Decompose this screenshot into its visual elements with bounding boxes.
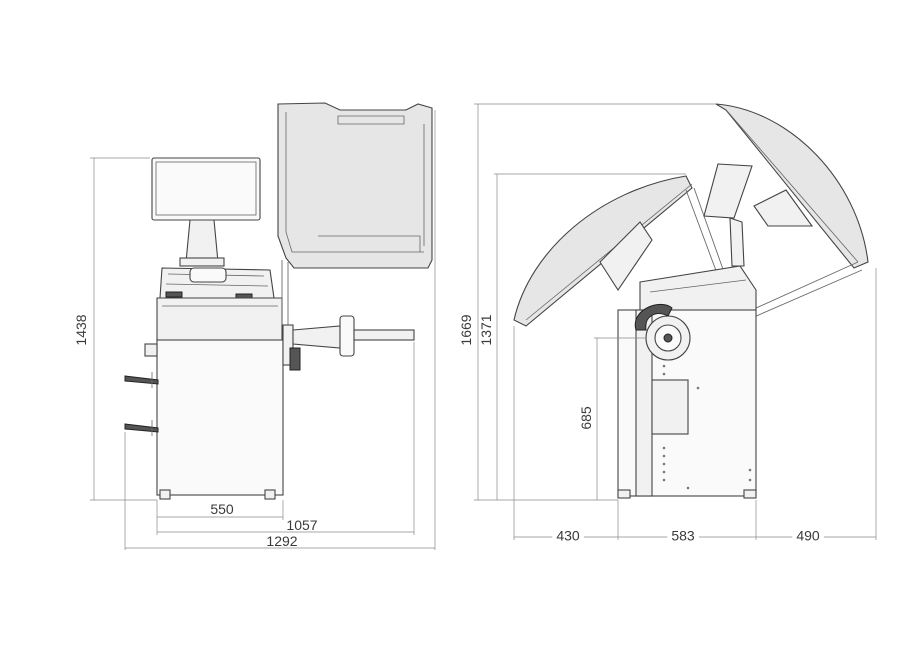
side-cabinet [617, 265, 757, 499]
side-hood [513, 103, 869, 327]
front-tray [159, 267, 275, 300]
side-panel-holes [662, 364, 752, 490]
front-width-label-1057: 1057 [286, 517, 317, 533]
side-monitor [703, 163, 753, 267]
front-width-label-1292: 1292 [266, 533, 297, 549]
dimension-labels: 1438 550 1057 1292 1669 1371 685 430 583… [73, 314, 824, 549]
front-shaft [282, 315, 415, 371]
side-hub [634, 303, 691, 361]
front-hood [277, 102, 433, 325]
front-view [90, 102, 436, 550]
side-height-label-1669: 1669 [458, 314, 474, 345]
front-cabinet [144, 297, 284, 500]
side-height-label-685: 685 [578, 406, 594, 430]
side-width-label-490: 490 [796, 528, 820, 544]
front-width-label-550: 550 [210, 501, 234, 517]
side-width-label-583-bg [667, 527, 699, 544]
side-width-label-490-bg [792, 527, 824, 544]
side-width-label-583: 583 [671, 528, 695, 544]
front-height-label: 1438 [73, 314, 89, 345]
front-monitor [151, 157, 261, 267]
front-weight-hooks [124, 372, 159, 436]
side-width-label-430: 430 [556, 528, 580, 544]
front-dimensions [90, 110, 436, 550]
side-view [474, 103, 877, 540]
side-width-label-430-bg [552, 527, 584, 544]
side-height-label-1371: 1371 [478, 314, 494, 345]
